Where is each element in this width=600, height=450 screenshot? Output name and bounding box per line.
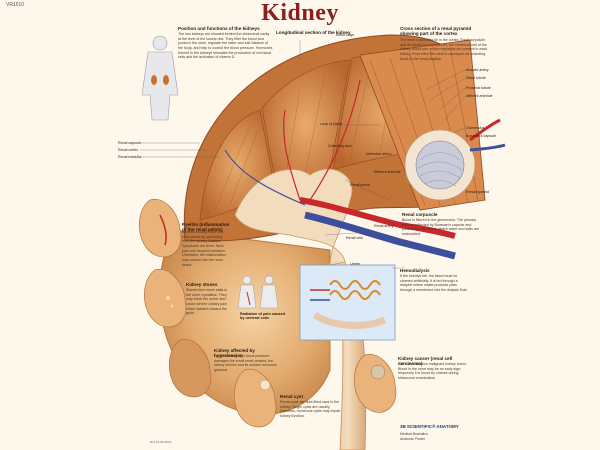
renal-artery-vessel xyxy=(299,197,456,239)
hypertension-heading: Kidney affected by hypertension xyxy=(214,348,255,359)
label-ureter: Ureter xyxy=(350,262,360,266)
label-bowman-capsule: Bowman's capsule xyxy=(466,134,496,138)
position-text: The two kidneys are situated behind the … xyxy=(178,32,273,60)
disease-kidney-hypertension xyxy=(169,338,212,398)
disease-kidney-cyst xyxy=(234,368,277,428)
label-renal-capsule: Renal capsule xyxy=(118,141,141,145)
cancer-text: The most common malignant kidney tumor. … xyxy=(398,362,467,381)
label-proximal-tubule: Proximal tubule xyxy=(466,86,491,90)
hypertension-text: Long-standing high blood pressure damage… xyxy=(214,354,277,373)
label-distal-tubule: Distal tubule xyxy=(466,76,486,80)
dialysis-text: If the kidneys fail, the blood must be c… xyxy=(400,274,468,293)
cancer-heading: Kidney cancer (renal cell carcinoma) xyxy=(398,356,453,367)
poster-code: VR1510 xyxy=(6,2,25,8)
cross-heading: Cross section of a renal pyramid showing… xyxy=(400,26,472,37)
label-arcuate-artery: Arcuate artery xyxy=(466,68,489,72)
dialysis-coil xyxy=(329,280,381,300)
stones-heading: Kidney stones xyxy=(186,282,218,287)
label-renal-cortex: Renal cortex xyxy=(118,148,139,152)
label-glomerulus: Glomerulus xyxy=(466,126,485,130)
label-renal-artery: Renal artery xyxy=(374,224,394,228)
label-loop-of-henle: Loop of Henle xyxy=(320,122,343,126)
pyelitis-text: Bacteria usually reach the renal pelvis … xyxy=(182,230,227,266)
publisher-logo: 3B SCIENTIFIC® ANATOMY xyxy=(400,424,459,429)
label-collecting-duct: Collecting duct xyxy=(328,144,352,148)
disease-kidney-stones xyxy=(144,268,187,328)
stones-text: Stones form when salts in the urine crys… xyxy=(186,288,228,316)
renal-corpuscle-detail xyxy=(404,118,506,201)
footer-code: Rvs 15-09-2013 xyxy=(150,440,172,444)
label-renal-vein: Renal vein xyxy=(346,236,363,240)
radiation-heading: Radiation of pain caused by ureteral col… xyxy=(240,312,285,321)
cross-text: The renal corpuscles lie in the cortex. … xyxy=(400,38,488,61)
longitudinal-heading: Longitudinal section of the kidney xyxy=(276,30,351,35)
label-afferent-arteriole: Afferent arteriole xyxy=(466,94,493,98)
label-renal-medulla: Renal medulla xyxy=(118,155,141,159)
corpuscle-text: Blood is filtered in the glomerulus. The… xyxy=(402,218,480,237)
label-renal-pyramid: Renal pyramid xyxy=(466,190,490,194)
footer-credit-2: Anatomic Poster xyxy=(400,437,425,441)
label-renal-pelvis: Renal pelvis xyxy=(350,183,370,187)
label-interlobar-artery: Interlobar artery xyxy=(366,152,392,156)
footer-credit-1: Medical Illustration xyxy=(400,432,429,436)
pyelitis-heading: Pyelitis (inflammation of the renal pelv… xyxy=(182,222,230,233)
disease-kidney-cancer xyxy=(354,353,397,413)
disease-kidney-pyelitis xyxy=(139,198,182,258)
hemodialysis-panel xyxy=(299,264,396,341)
dialysis-heading: Hemodialysis xyxy=(400,268,430,273)
page-title: Kidney xyxy=(261,0,339,26)
renal-vein-vessel xyxy=(304,211,456,260)
cyst-heading: Renal cyst xyxy=(280,394,303,399)
position-heading: Position and functions of the kidneys xyxy=(178,26,260,31)
body-silhouette xyxy=(141,35,179,121)
cyst-text: Renal cysts are fluid-filled sacs in the… xyxy=(280,400,341,419)
pain-radiation-figures xyxy=(237,275,279,309)
corpuscle-heading: Renal corpuscle xyxy=(402,212,438,217)
label-efferent-arteriole: Efferent arteriole xyxy=(374,170,401,174)
label-minor-calyx: Minor calyx xyxy=(336,33,355,37)
